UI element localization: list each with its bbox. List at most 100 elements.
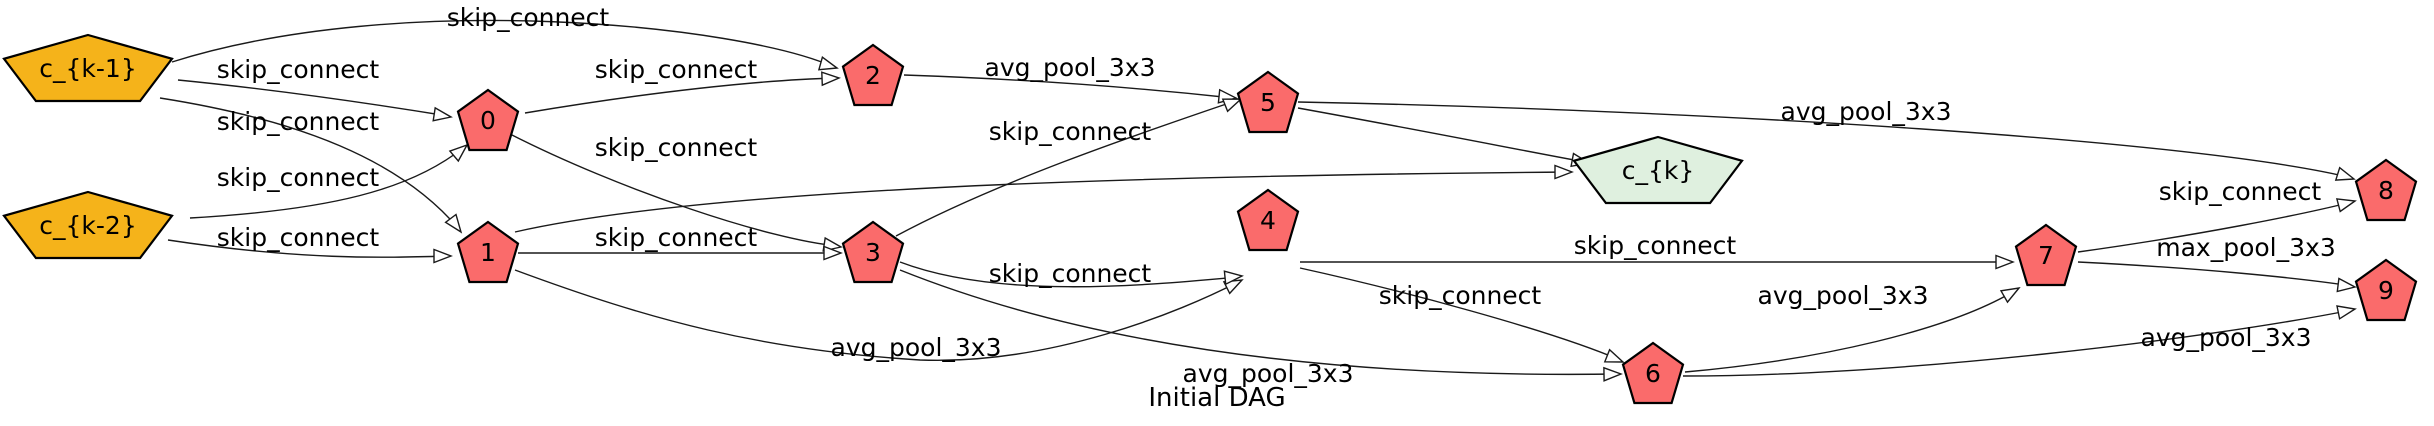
node-ck1: c_{k-1} (2, 33, 174, 103)
edge-n5-to-ck (1297, 107, 1586, 163)
node-label-ck: c_{k} (1622, 156, 1695, 185)
edge-n7-to-n9 (2077, 261, 2353, 287)
node-shape-ck2 (2, 190, 174, 260)
edge-n3-to-n6 (899, 269, 1619, 376)
node-label-ck2: c_{k-2} (39, 211, 136, 240)
node-label-n3: 3 (865, 238, 881, 267)
edge-ck2-to-n1 (167, 239, 449, 258)
node-ck: c_{k} (1572, 135, 1744, 205)
edge-n7-to-n8 (2077, 201, 2353, 253)
edges-layer (159, 19, 2357, 382)
edge-n6-to-n9 (1682, 309, 2353, 377)
edge-label-n6-to-n7: avg_pool_3x3 (1758, 281, 1929, 310)
arrowhead-n0-to-n2 (821, 71, 841, 87)
arrowhead-n7-to-n9 (2336, 277, 2357, 293)
edge-label-ck2-to-n0: skip_connect (217, 163, 380, 192)
edge-ck1-to-n1 (159, 97, 459, 229)
arrowhead-n5-to-n8 (2334, 166, 2356, 181)
edge-label-ck2-to-n1: skip_connect (217, 223, 380, 252)
node-shape-n2 (841, 43, 905, 107)
node-label-n6: 6 (1645, 359, 1661, 388)
edge-label-ck1-to-n2: skip_connect (447, 3, 610, 32)
edge-n1-to-n4 (514, 269, 1239, 362)
node-label-n4: 4 (1260, 206, 1276, 235)
arrowhead-n6-to-n7 (1999, 287, 2021, 304)
edge-n6-to-n7 (1684, 289, 2017, 373)
edge-n1-to-ck (514, 171, 1569, 233)
edge-label-n0-to-n2: skip_connect (595, 55, 758, 84)
arrowhead-ck2-to-n0 (448, 143, 469, 163)
edge-label-n3-to-n4: skip_connect (989, 259, 1152, 288)
arrowhead-ck2-to-n1 (433, 248, 453, 264)
edge-ck2-to-n0 (189, 147, 464, 219)
node-label-n0: 0 (480, 106, 496, 135)
edge-label-ck1-to-n0: skip_connect (217, 55, 380, 84)
node-n5: 5 (1236, 70, 1300, 134)
edge-label-n1-to-n4: avg_pool_3x3 (831, 333, 1002, 362)
node-n4: 4 (1236, 188, 1300, 252)
edge-label-n6-to-n9: avg_pool_3x3 (2141, 323, 2312, 352)
arrowhead-ck1-to-n0 (432, 106, 453, 122)
edge-label-n7-to-n9: max_pool_3x3 (2156, 233, 2335, 262)
edge-n5-to-n8 (1297, 101, 2353, 179)
node-shape-n6 (1621, 341, 1685, 405)
node-shape-n4 (1236, 188, 1300, 252)
edge-n0-to-n2 (524, 77, 837, 114)
node-n0: 0 (456, 88, 520, 152)
node-shape-n8 (2354, 158, 2418, 222)
node-label-n8: 8 (2378, 176, 2394, 205)
edge-n4-to-n6 (1299, 267, 1621, 361)
arrowhead-n1-to-n3 (823, 245, 843, 261)
node-shape-ck1 (2, 33, 174, 103)
node-label-ck1: c_{k-1} (39, 54, 136, 83)
arrowhead-n4-to-n6 (1603, 348, 1625, 363)
node-shape-n0 (456, 88, 520, 152)
node-n6: 6 (1621, 341, 1685, 405)
diagram-caption: Initial DAG (1148, 383, 1285, 413)
node-shape-n1 (456, 220, 520, 284)
node-shape-ck (1572, 135, 1744, 205)
arrowhead-n3-to-n4 (1223, 270, 1244, 286)
node-label-n9: 9 (2378, 276, 2394, 305)
node-n1: 1 (456, 220, 520, 284)
node-ck2: c_{k-2} (2, 190, 174, 260)
node-n3: 3 (841, 220, 905, 284)
arrowhead-n3-to-n6 (1603, 366, 1623, 382)
edge-label-n7-to-n8: skip_connect (2159, 177, 2322, 206)
node-label-n5: 5 (1260, 88, 1276, 117)
edge-n3-to-n4 (899, 261, 1239, 288)
arrowhead-n3-to-n5 (1221, 98, 1243, 113)
arrowhead-n7-to-n8 (2335, 198, 2357, 213)
edge-n3-to-n5 (895, 99, 1239, 237)
edge-labels-layer: skip_connectskip_connectskip_connectskip… (217, 3, 2336, 388)
edge-label-n2-to-n5: avg_pool_3x3 (985, 53, 1156, 82)
node-shape-n5 (1236, 70, 1300, 134)
edge-ck1-to-n2 (171, 19, 835, 68)
node-shape-n9 (2354, 258, 2418, 322)
edge-label-n5-to-n8: avg_pool_3x3 (1781, 97, 1952, 126)
node-label-n7: 7 (2038, 241, 2054, 270)
arrowhead-n6-to-n9 (2336, 305, 2357, 320)
node-shape-n7 (2014, 223, 2078, 287)
node-label-n2: 2 (865, 61, 881, 90)
edge-label-ck1-to-n1: skip_connect (217, 107, 380, 136)
node-n7: 7 (2014, 223, 2078, 287)
edge-label-n0-to-n3: skip_connect (595, 133, 758, 162)
edge-label-n4-to-n7: skip_connect (1574, 231, 1737, 260)
node-n9: 9 (2354, 258, 2418, 322)
edge-n2-to-n5 (903, 74, 1234, 99)
arrowhead-ck1-to-n1 (444, 213, 463, 234)
node-shape-n3 (841, 220, 905, 284)
edge-label-n3-to-n6: avg_pool_3x3 (1183, 359, 1354, 388)
edge-label-n3-to-n5: skip_connect (989, 117, 1152, 146)
edge-n0-to-n3 (509, 133, 839, 247)
nodes-layer: c_{k-1} c_{k-2} 0 1 2 3 4 5 6 7 8 9 c_{k} (2, 33, 2418, 405)
edge-ck1-to-n0 (177, 79, 449, 117)
node-n8: 8 (2354, 158, 2418, 222)
node-n2: 2 (841, 43, 905, 107)
edge-label-n1-to-n3: skip_connect (595, 223, 758, 252)
arrowhead-n1-to-ck (1554, 164, 1574, 180)
edge-label-n4-to-n6: skip_connect (1379, 281, 1542, 310)
arrowhead-n4-to-n7 (1995, 254, 2015, 270)
